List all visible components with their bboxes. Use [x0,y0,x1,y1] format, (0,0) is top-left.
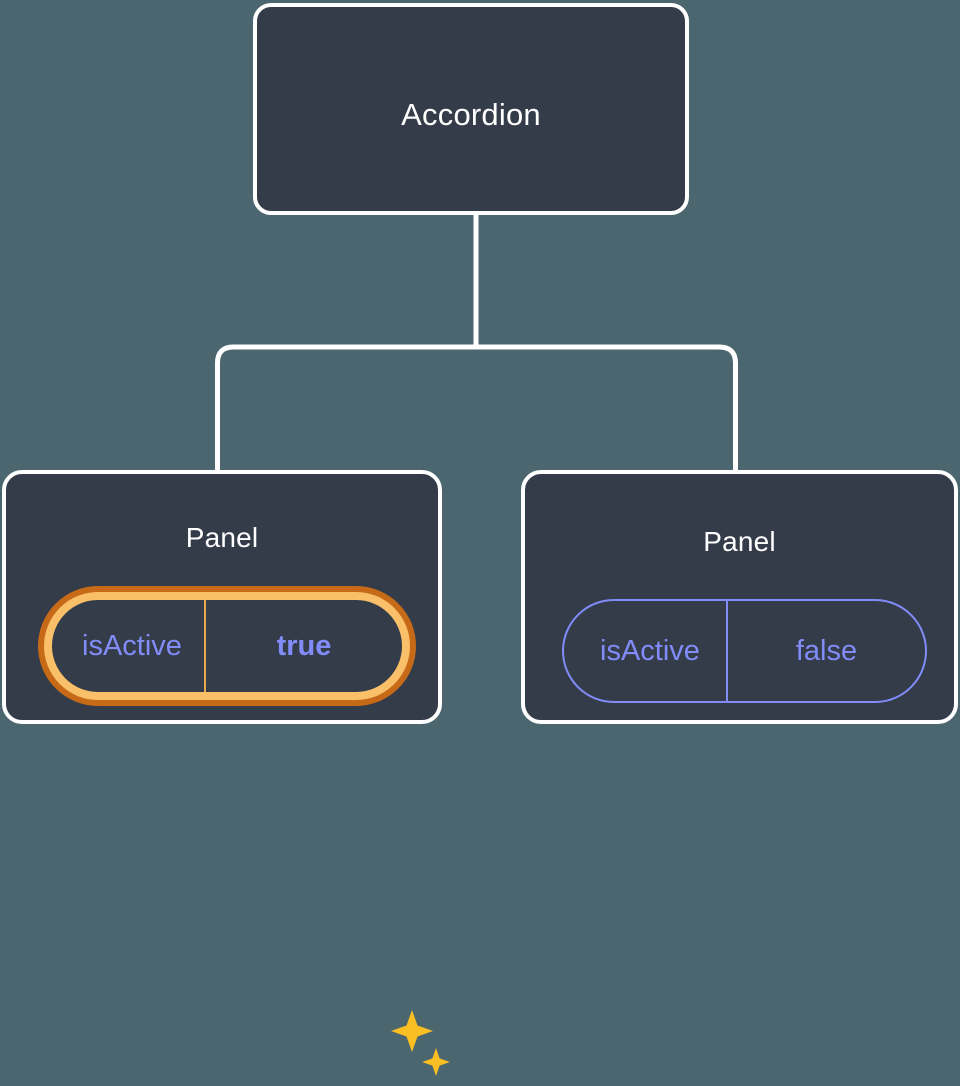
node-panel-inactive[interactable]: Panel isActive false [521,470,958,724]
sparkle-large-icon [391,1010,433,1052]
prop-value-label: true [276,629,332,662]
node-accordion[interactable]: Accordion [253,3,689,215]
node-panel-inactive-title: Panel [703,526,776,557]
prop-pill-highlighted[interactable]: isActive true [38,586,416,706]
sparkle-group [391,1010,450,1076]
prop-pill-plain[interactable]: isActive false [562,599,927,703]
node-panel-active[interactable]: Panel isActive true [2,470,450,1076]
sparkle-small-icon [422,1048,450,1076]
diagram-canvas: Accordion Panel isActive true Panel isAc… [2,3,958,1076]
prop-divider [203,600,206,692]
node-panel-active-title: Panel [185,522,259,553]
prop-value-label: false [795,634,858,667]
highlight-ring-outer [38,586,416,706]
highlight-ring-inner [44,592,410,700]
node-accordion-title: Accordion [401,97,541,132]
prop-key-label: isActive [600,634,700,667]
prop-key-label: isActive [82,629,182,662]
prop-pill-content: isActive true [52,600,402,692]
prop-divider [725,601,728,701]
connector-bracket [215,344,738,470]
